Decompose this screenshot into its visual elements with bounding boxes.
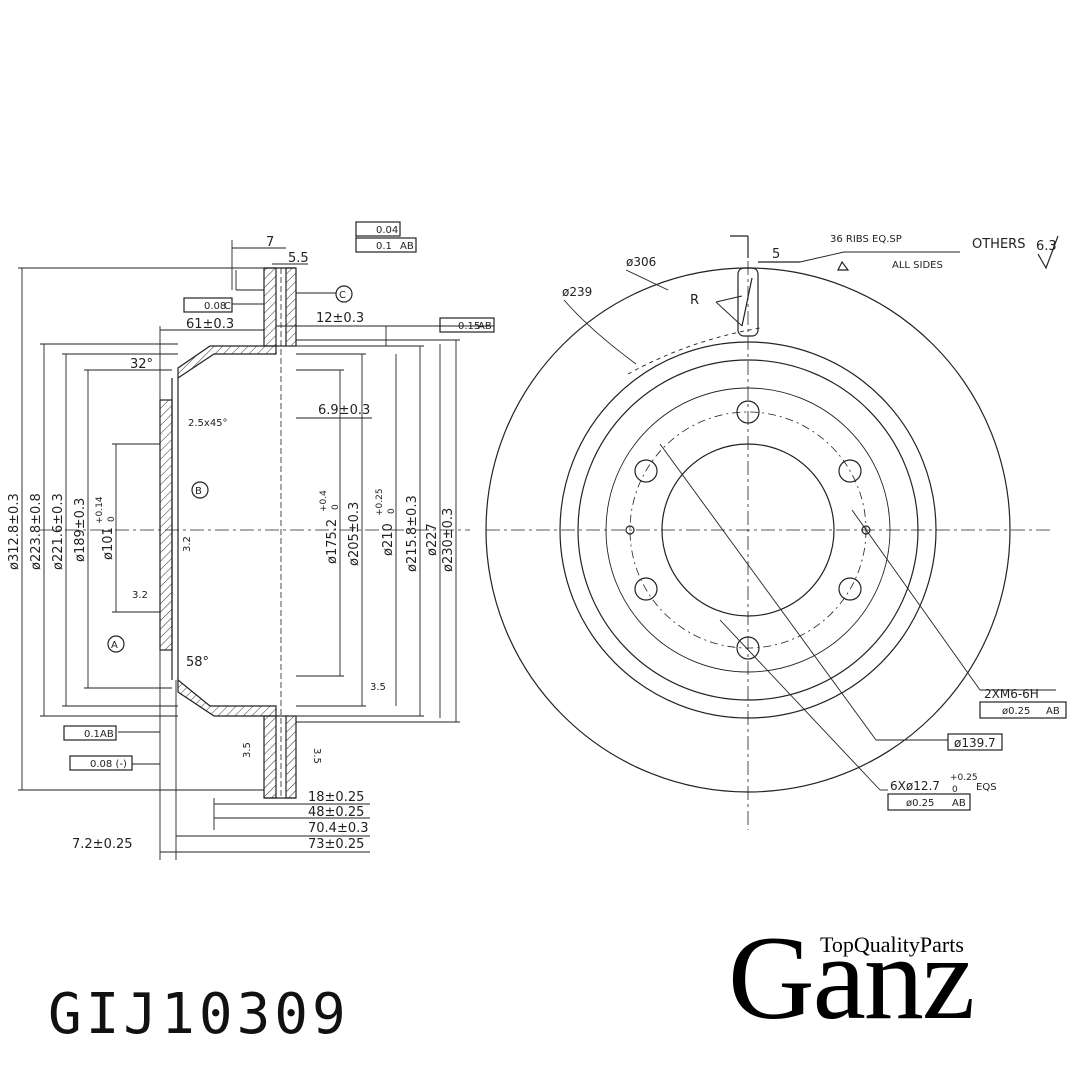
rough-3-5-a: 3.5 [370,682,386,693]
dim-70-4: 70.4±0.3 [308,821,369,836]
ribs-note: 36 RIBS EQ.SP [830,234,902,245]
hub-face [159,399,173,651]
radius-label: R [690,293,699,308]
dim-d175-upper: +0.4 [319,490,329,512]
rough-3-5-c: 3.5 [311,748,322,764]
tol-flatness-bottom: 0.08 (-) [90,759,127,770]
rib-slot [737,267,759,337]
pcd: ø139.7 [954,736,996,750]
dim-d230: ø230±0.3 [441,508,456,572]
friction-ring-outer-cheek [263,267,277,347]
tol-runout-bottom-value: 0.1 [84,729,100,740]
dim-73: 73±0.25 [308,837,364,852]
dim-d205: ø205±0.3 [347,502,362,566]
dim-d312-8: ø312.8±0.3 [7,493,22,570]
bolt-hole [634,577,658,601]
dim-d221-6: ø221.6±0.3 [51,493,66,570]
others-value: 6.3 [1036,239,1057,254]
dim-12: 12±0.3 [316,311,364,326]
holes-ref: AB [952,798,966,809]
tol-runout-bottom-ref: AB [100,729,114,740]
holes-upper: +0.25 [950,773,978,783]
dim-d101-lower: 0 [107,516,117,522]
dim-5-5: 5.5 [288,251,309,266]
hat-section-top [177,345,277,380]
dim-48: 48±0.25 [308,805,364,820]
bolt-hole [736,636,760,660]
front-view-labels: OTHERS 6.3 36 RIBS EQ.SP ALL SIDES 5 R ø… [562,234,1060,809]
dim-d101: ø101 [101,527,116,560]
chamfer: 2.5x45° [188,418,228,429]
front-view [485,235,1067,830]
thread-tol: ø0.25 [1002,706,1030,717]
dim-d189: ø189±0.3 [73,498,88,562]
dim-d175-2: ø175.2 [325,519,340,564]
threaded-hole [861,525,871,535]
angle-58: 58° [186,655,209,670]
side-view-labels: 7 5.5 0.04 0.1 AB 0.08 C C 61±0.3 12±0.3… [7,225,492,852]
threaded-hole [625,525,635,535]
dim-d239: ø239 [562,285,592,299]
rib-width: 5 [772,247,780,262]
brand-tagline: TopQualityParts [820,932,964,957]
tol-runout-top-ref: AB [400,241,414,252]
bolt-hole [736,400,760,424]
side-section-view [18,221,495,860]
rough-3-5-b: 3.5 [242,742,253,758]
dim-d306: ø306 [626,255,656,269]
dim-7: 7 [266,235,274,250]
others-label: OTHERS [972,237,1025,252]
tol-flatness-value: 0.04 [376,225,398,236]
angle-32: 32° [130,357,153,372]
dim-61: 61±0.3 [186,317,234,332]
rough-3-2-a: 3.2 [132,590,148,601]
dim-d175-lower: 0 [331,504,341,510]
dim-d227: ø227 [425,523,440,556]
friction-ring-inner-cheek [285,267,297,347]
holes-tol: ø0.25 [906,798,934,809]
dim-18: 18±0.25 [308,790,364,805]
dim-d210-upper: +0.25 [375,488,385,516]
friction-ring-outer-cheek-bottom [263,715,277,799]
tol-runout-top-value: 0.1 [376,241,392,252]
bolt-hole [838,577,862,601]
tol-runout-right-ref: AB [478,321,492,332]
hat-section-bottom [177,678,277,717]
dim-d210-lower: 0 [387,508,397,514]
bolt-hole [634,459,658,483]
dim-d210: ø210 [381,523,396,556]
holes-lower: 0 [952,785,958,795]
datum-b: B [195,486,202,497]
rough-3-2-b: 3.2 [182,536,193,552]
datum-a: A [111,640,118,651]
tol-parallel-ref: C [224,301,231,312]
all-sides: ALL SIDES [892,260,943,271]
bolt-hole [838,459,862,483]
dim-7-2: 7.2±0.25 [72,837,133,852]
holes-eqs: EQS [976,782,997,793]
dim-d101-upper: +0.14 [95,496,105,524]
thread-ref: AB [1046,706,1060,717]
datum-c: C [339,290,346,301]
thread-spec: 2XM6-6H [984,687,1039,701]
brand-logo: Ganz [728,911,975,1044]
tol-parallel-value: 0.08 [204,301,226,312]
tol-runout-right-value: 0.15 [458,321,480,332]
holes-spec: 6Xø12.7 [890,779,940,793]
friction-ring-inner-cheek-bottom [285,715,297,799]
dim-d223-8: ø223.8±0.8 [29,493,44,570]
dim-d215-8: ø215.8±0.3 [405,495,420,572]
dim-6-9: 6.9±0.3 [318,403,370,418]
part-number: GIJ10309 [48,982,350,1047]
